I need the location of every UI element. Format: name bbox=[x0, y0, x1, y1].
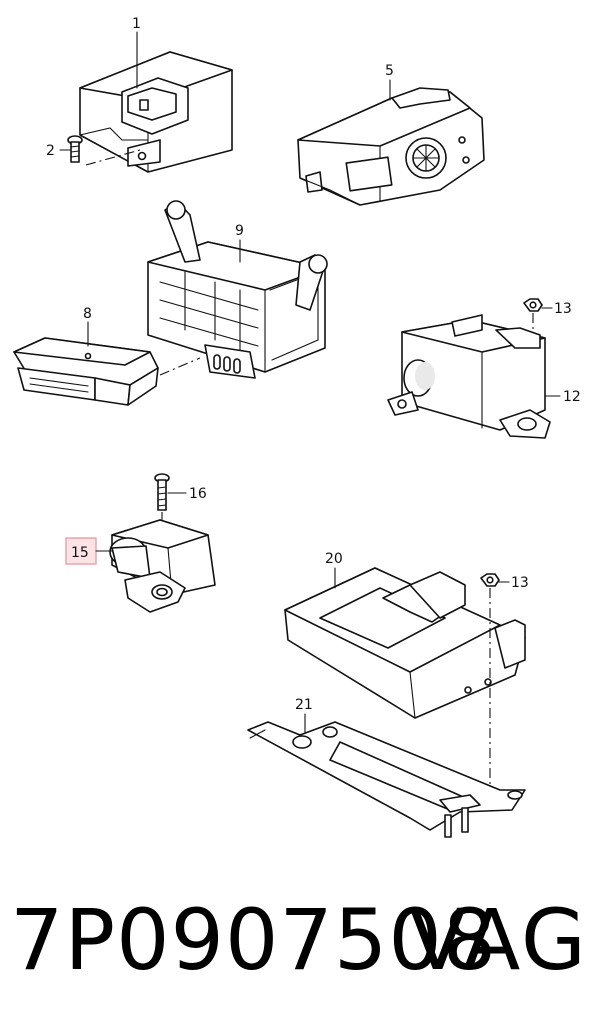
part-13-nut-lower bbox=[480, 573, 500, 587]
part-13-nut-top bbox=[523, 298, 543, 312]
part-21-mounting-bracket bbox=[247, 721, 526, 838]
callout-2: 2 bbox=[46, 143, 55, 159]
callout-13-top: 13 bbox=[554, 301, 572, 317]
part-15-crash-sensor bbox=[109, 519, 216, 613]
callout-20: 20 bbox=[325, 551, 343, 567]
callout-12: 12 bbox=[563, 389, 581, 405]
footer: 7P0907508 VAG bbox=[0, 885, 600, 1015]
part-12-sensor bbox=[387, 314, 551, 439]
part-2-screw bbox=[67, 135, 83, 163]
part-1-bracket bbox=[79, 51, 233, 173]
part-8-plug bbox=[13, 337, 159, 406]
callout-21: 21 bbox=[295, 697, 313, 713]
callout-9: 9 bbox=[235, 223, 244, 239]
callout-15: 15 bbox=[71, 545, 89, 561]
part-number: 7P0907508 bbox=[10, 891, 498, 989]
part-16-bolt bbox=[154, 473, 170, 511]
brand-label: VAG bbox=[408, 891, 588, 989]
part-5-module bbox=[297, 87, 485, 206]
part-9-frame bbox=[147, 200, 328, 379]
callout-16: 16 bbox=[189, 486, 207, 502]
callout-5: 5 bbox=[385, 63, 394, 79]
callout-13-lower: 13 bbox=[511, 575, 529, 591]
callout-1: 1 bbox=[132, 16, 141, 32]
part-20-control-unit bbox=[284, 567, 526, 719]
callout-8: 8 bbox=[83, 306, 92, 322]
parts-diagram: 1 2 5 bbox=[13, 16, 581, 838]
